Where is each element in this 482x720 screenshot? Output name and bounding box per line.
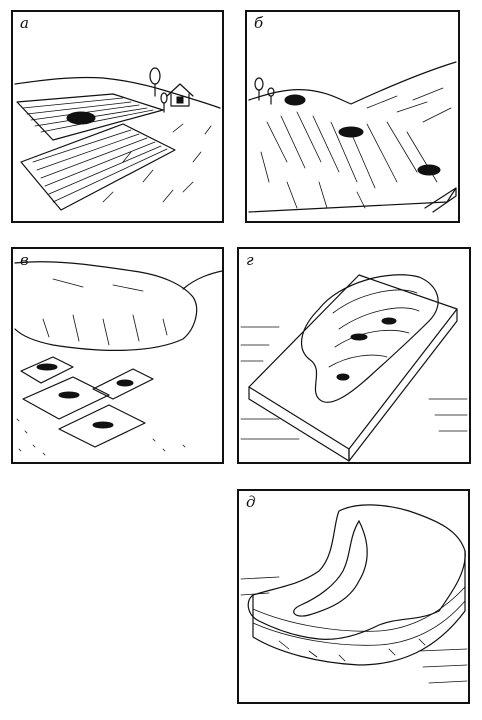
panel-a-drawing xyxy=(14,67,221,211)
striped-field-upper xyxy=(16,93,164,141)
glacier-outline xyxy=(14,261,198,351)
strata-lines xyxy=(252,586,466,662)
landmass-top xyxy=(247,504,466,640)
house-icon xyxy=(166,83,194,107)
panel-b: б xyxy=(245,10,460,223)
dark-patch-1 xyxy=(284,94,306,106)
striped-field-lower xyxy=(20,123,176,211)
horizon-line xyxy=(14,76,221,109)
dark-patch-2 xyxy=(338,126,364,138)
block-side-right xyxy=(348,308,458,462)
panel-label-g: г xyxy=(246,251,254,269)
panel-d-drawing xyxy=(240,504,468,684)
tree-icon xyxy=(149,67,168,113)
dark-patch-3 xyxy=(417,164,441,176)
panel-v: в xyxy=(11,247,224,464)
panel-g-drawing xyxy=(240,274,468,462)
hill-right xyxy=(182,270,222,290)
water-lines xyxy=(240,576,468,684)
block-side-left xyxy=(248,386,350,462)
terrace-blocks xyxy=(20,356,154,448)
panel-g: г xyxy=(237,247,471,464)
erosion-strokes xyxy=(260,87,452,209)
panel-b-drawing xyxy=(248,61,457,213)
dark-pockets xyxy=(336,317,397,381)
river-channel xyxy=(293,519,368,617)
tree-icon xyxy=(254,77,275,105)
panel-label-d: д xyxy=(246,493,256,511)
landmass-sides xyxy=(252,550,466,666)
panel-v-drawing xyxy=(14,261,222,456)
glacier-strokes xyxy=(42,278,168,346)
ground-strokes xyxy=(102,123,212,203)
slope-ridge xyxy=(248,61,457,105)
sediment-dots xyxy=(16,418,186,456)
lobate-landform xyxy=(301,274,439,403)
water-lines xyxy=(240,326,468,440)
block-edge xyxy=(424,187,457,213)
landform-contours xyxy=(328,289,420,368)
dark-patch xyxy=(66,111,96,125)
panel-d: д xyxy=(237,489,470,704)
panel-label-b: б xyxy=(254,14,264,32)
panel-label-a: а xyxy=(20,14,29,32)
panel-a: а xyxy=(11,10,224,223)
panel-label-v: в xyxy=(20,251,29,269)
